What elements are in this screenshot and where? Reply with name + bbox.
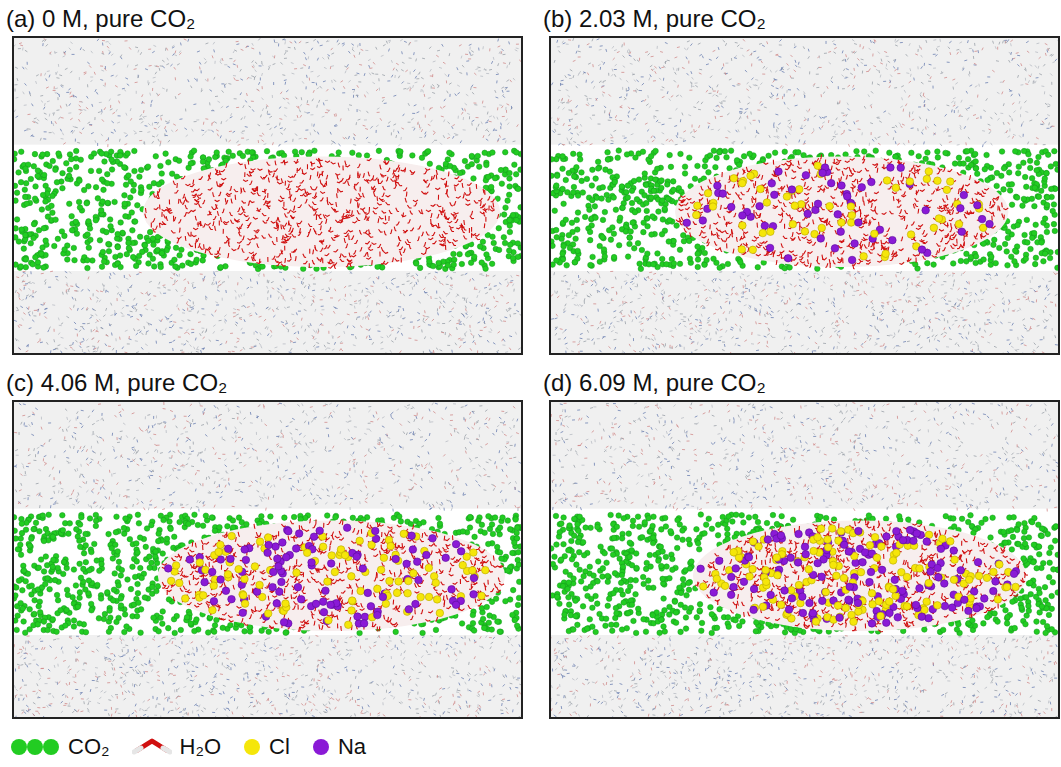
legend-swatch <box>312 738 330 756</box>
co2-molecule <box>484 252 490 258</box>
co2-molecule <box>159 171 165 177</box>
swatch-dot <box>244 739 260 755</box>
co2-molecule <box>112 199 118 205</box>
co2-molecule <box>264 148 270 154</box>
co2-molecule <box>496 225 502 231</box>
co2-molecule <box>96 168 102 174</box>
co2-molecule <box>88 168 94 174</box>
swatch-dot <box>27 739 43 755</box>
co2-molecule <box>107 217 113 223</box>
co2-molecule <box>188 251 194 257</box>
co2-molecule <box>135 203 141 209</box>
co2-molecule <box>356 153 362 159</box>
legend-swatch <box>10 738 60 756</box>
co2-molecule <box>40 192 46 198</box>
co2-molecule <box>468 260 474 266</box>
legend-item: CO₂ <box>10 734 110 760</box>
legend-item: Na <box>312 734 366 760</box>
co2-molecule <box>97 238 103 244</box>
co2-molecule <box>54 180 60 186</box>
simulation-panel: (a) 0 M, pure CO₂ <box>12 36 523 355</box>
swatch-dot <box>313 739 329 755</box>
co2-molecule <box>99 264 105 270</box>
md-snapshot <box>14 38 521 353</box>
co2-molecule <box>503 205 509 211</box>
co2-molecule <box>95 196 101 202</box>
co2-molecule <box>106 249 112 255</box>
co2-molecule <box>64 161 70 167</box>
co2-molecule <box>376 148 382 154</box>
co2-molecule <box>507 176 513 182</box>
co2-molecule <box>336 150 342 156</box>
legend-item: Cl <box>243 734 290 760</box>
legend-label: Cl <box>269 734 290 760</box>
legend: CO₂ H₂O Cl Na <box>10 734 366 760</box>
wall-ground <box>14 271 521 353</box>
co2-molecule <box>147 229 153 235</box>
co2-molecule <box>506 192 512 198</box>
co2-molecule <box>180 263 186 269</box>
co2-molecule <box>491 240 497 246</box>
co2-molecule <box>299 149 305 155</box>
co2-molecule <box>71 245 77 251</box>
legend-item: H₂O <box>132 734 222 760</box>
legend-label: H₂O <box>180 734 222 760</box>
co2-molecule <box>115 244 121 250</box>
co2-molecule <box>151 264 157 270</box>
co2-molecule <box>14 183 18 189</box>
legend-label: CO₂ <box>68 734 110 760</box>
co2-molecule <box>14 198 18 204</box>
co2-molecule <box>137 174 143 180</box>
co2-molecule <box>23 264 29 270</box>
water-icon-h <box>134 748 141 752</box>
co2-molecule <box>102 159 108 165</box>
co2-molecule <box>43 238 49 244</box>
co2-molecule <box>451 257 457 263</box>
co2-molecule <box>101 187 107 193</box>
co2-molecule <box>93 184 99 190</box>
swatch-dot <box>11 739 27 755</box>
wall-ground <box>14 38 521 145</box>
co2-molecule <box>88 237 94 243</box>
co2-molecule <box>169 171 175 177</box>
co2-molecule <box>501 212 507 218</box>
legend-label: Na <box>338 734 366 760</box>
co2-molecule <box>364 153 370 159</box>
co2-molecule <box>490 234 496 240</box>
co2-molecule <box>132 148 138 154</box>
swatch-dot <box>43 739 59 755</box>
co2-molecule <box>489 261 495 267</box>
co2-molecule <box>410 153 416 159</box>
water-icon-h <box>163 748 170 752</box>
co2-molecule <box>166 160 172 166</box>
co2-molecule <box>130 254 136 260</box>
co2-molecule <box>153 154 159 160</box>
co2-molecule <box>117 253 123 259</box>
co2-molecule <box>459 261 465 267</box>
water-icon <box>132 737 172 757</box>
legend-swatch <box>243 738 261 756</box>
co2-molecule <box>32 151 38 157</box>
